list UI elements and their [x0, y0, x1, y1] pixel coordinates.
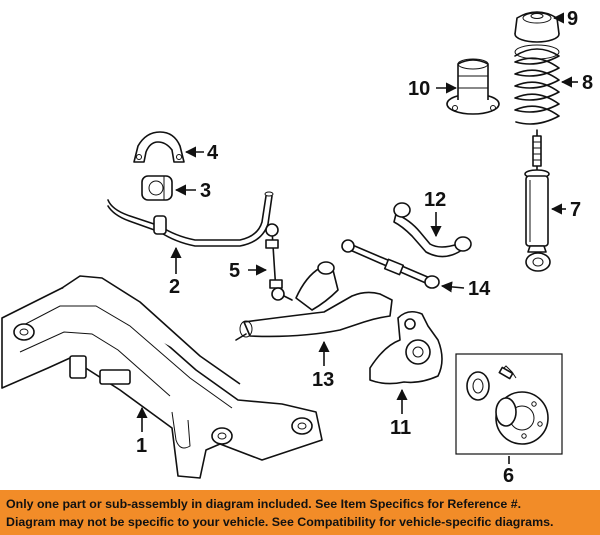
stabilizer-bar-drawing — [107, 191, 274, 247]
callout-1: 1 — [136, 435, 147, 457]
callout-6: 6 — [503, 465, 514, 487]
bracket-drawing — [133, 131, 185, 163]
suspension-diagram: 9 8 10 7 4 3 12 2 5 14 13 11 1 6 — [1, 8, 593, 487]
callout-10: 10 — [408, 78, 430, 100]
callout-8: 8 — [582, 72, 593, 94]
callout-14: 14 — [468, 278, 491, 300]
lower-arm-drawing — [235, 261, 393, 341]
callout-13: 13 — [312, 369, 334, 391]
spring-insulator-drawing — [514, 11, 560, 43]
stabilizer-link-drawing — [265, 223, 293, 301]
callout-7: 7 — [570, 199, 581, 221]
callout-4: 4 — [207, 142, 219, 164]
callout-arrows — [136, 12, 578, 464]
lateral-link-drawing — [341, 239, 440, 289]
shock-absorber-drawing — [524, 129, 551, 272]
hub-assembly-drawing — [455, 353, 563, 455]
callout-11: 11 — [390, 417, 411, 439]
callout-labels: 9 8 10 7 4 3 12 2 5 14 13 11 1 6 — [136, 8, 593, 487]
crossmember-drawing — [1, 275, 323, 479]
arrow-14 — [440, 281, 465, 293]
footer-line-2: Diagram may not be specific to your vehi… — [6, 515, 554, 529]
callout-2: 2 — [169, 276, 180, 298]
knuckle-drawing — [369, 310, 443, 385]
callout-5: 5 — [229, 260, 240, 282]
callout-12: 12 — [424, 189, 446, 211]
strut-boot-drawing — [446, 58, 500, 115]
upper-arm-drawing — [393, 202, 472, 258]
footer-line-1: Only one part or sub-assembly in diagram… — [6, 497, 522, 511]
callout-3: 3 — [200, 180, 211, 202]
bushing-drawing — [141, 175, 173, 201]
callout-9: 9 — [567, 8, 578, 30]
coil-spring-drawing — [514, 44, 560, 125]
footer-banner: Only one part or sub-assembly in diagram… — [0, 490, 600, 535]
